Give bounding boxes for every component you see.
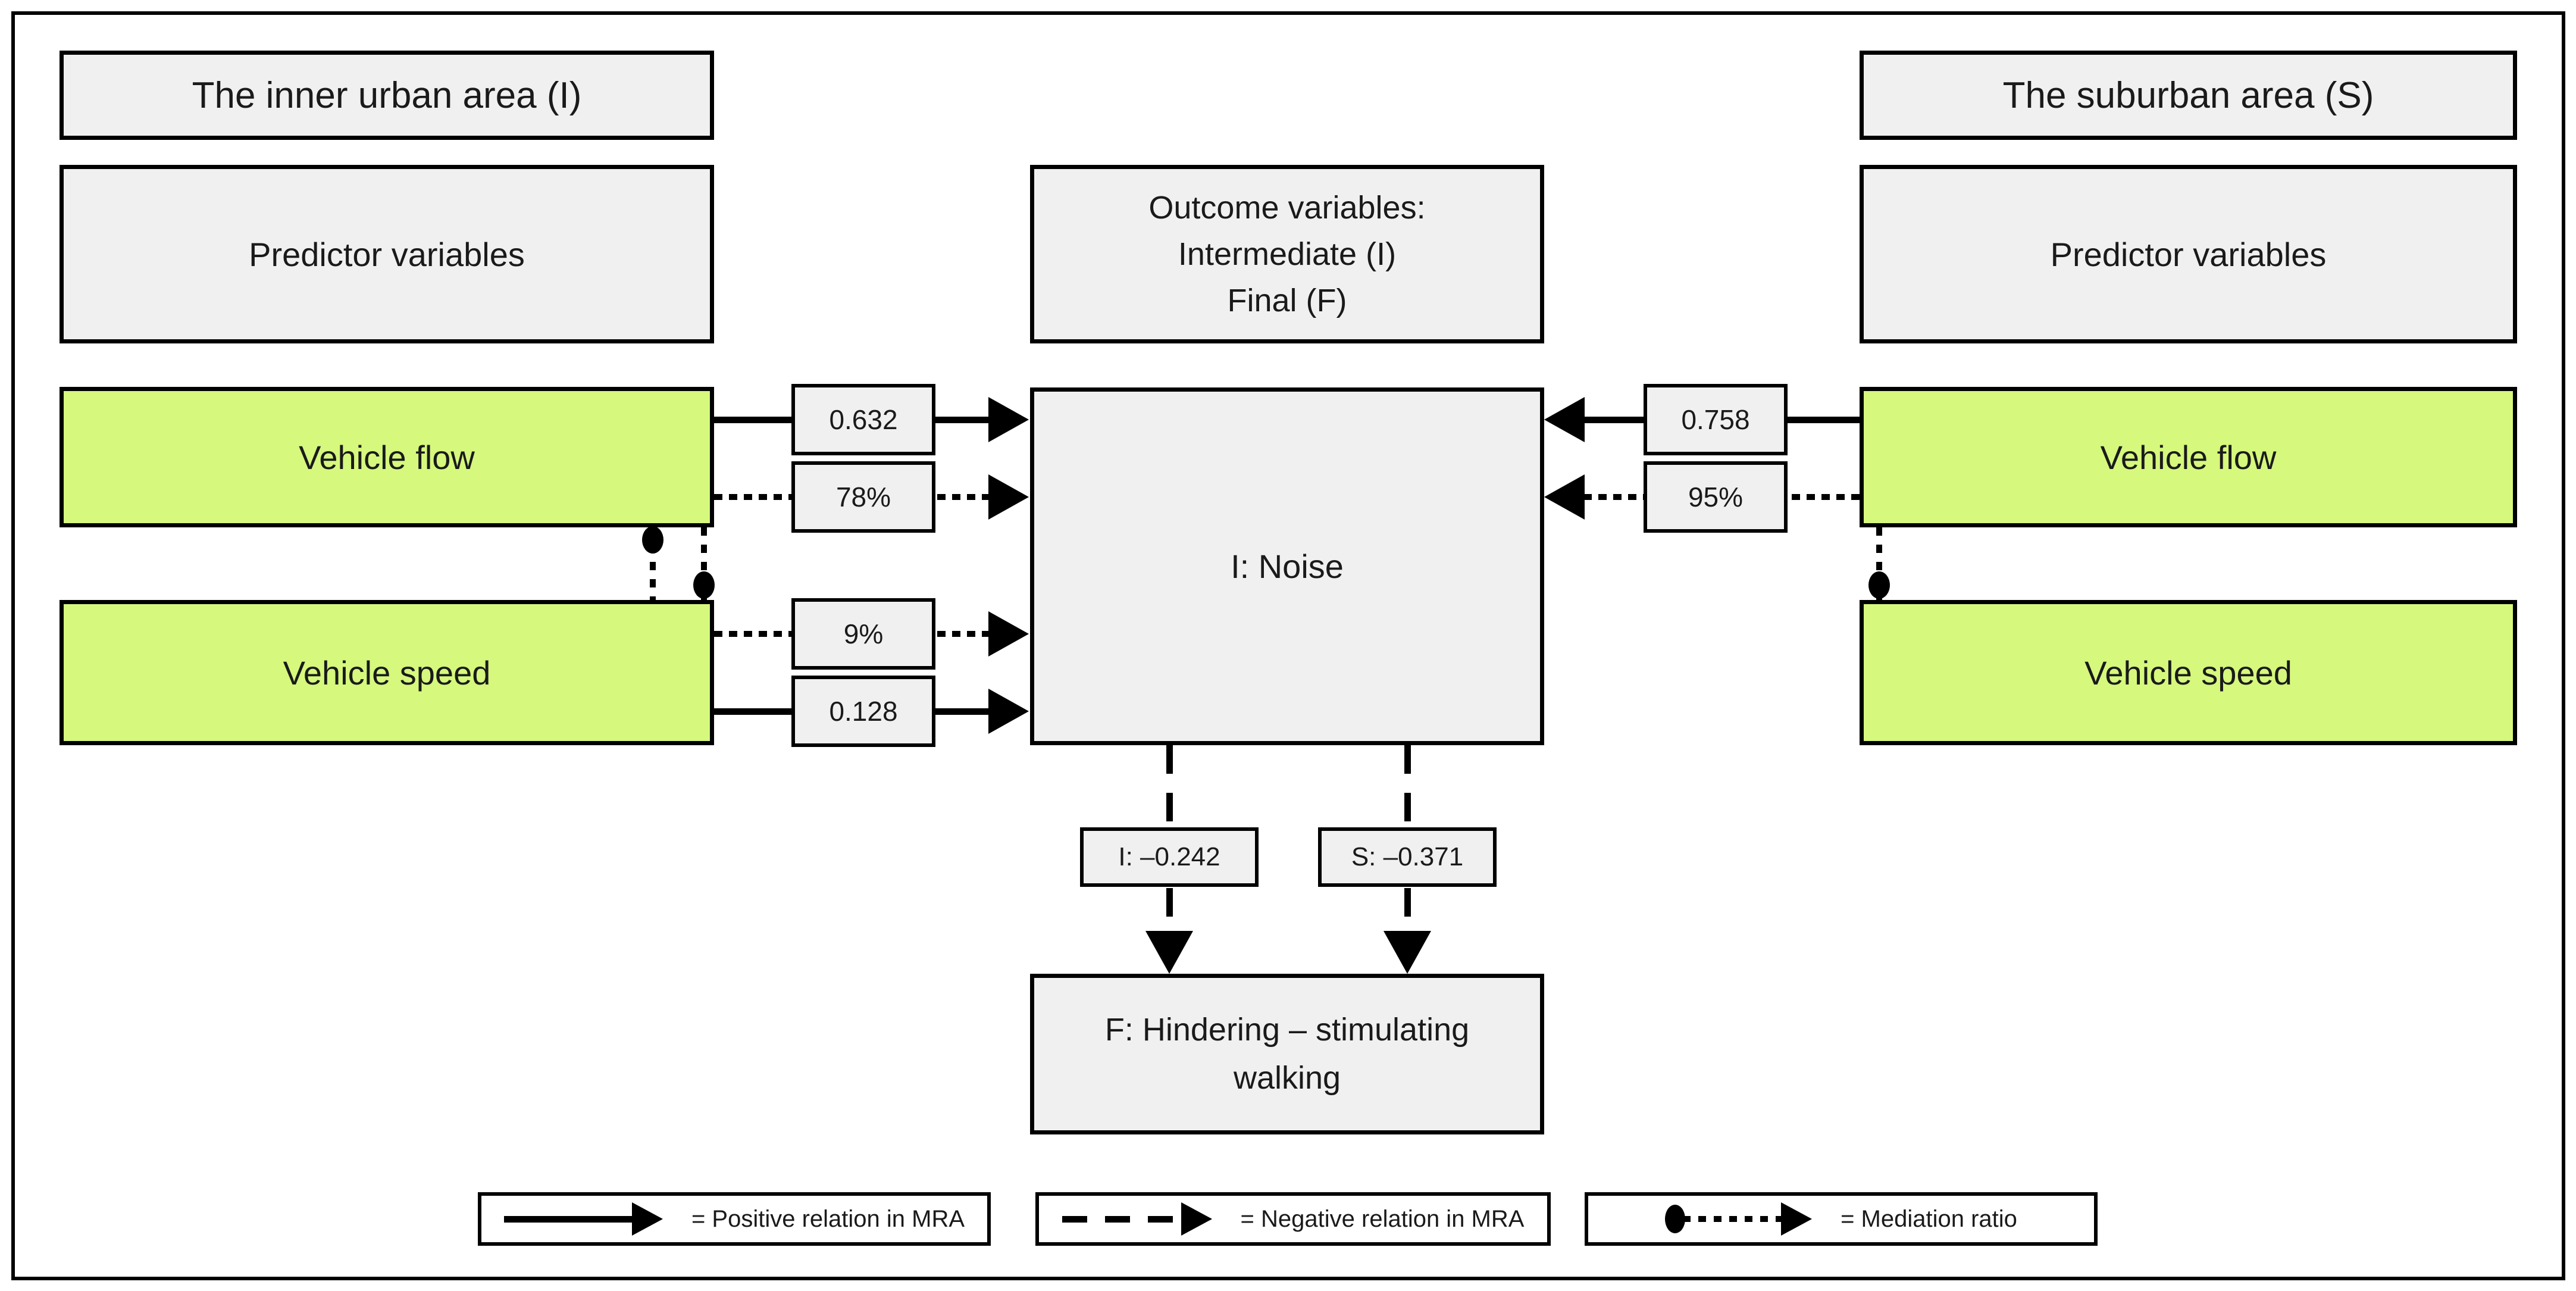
suburban-predictor-variables-box: Predictor variables xyxy=(1860,165,2517,343)
inner-noise-to-final-coeff: I: –0.242 xyxy=(1118,842,1220,871)
legend-dashed-arrowhead-icon xyxy=(1181,1202,1212,1236)
suburban-noise-to-final-coeff: S: –0.371 xyxy=(1351,842,1464,871)
inner-area-header-label: The inner urban area (I) xyxy=(192,74,582,116)
legend-positive-box: = Positive relation in MRA xyxy=(478,1192,991,1246)
inner-speed-positive-coeff-box: 0.128 xyxy=(791,676,935,747)
suburban-mediation-connector-dot-icon xyxy=(1868,571,1890,599)
inner-predictor-variables-label: Predictor variables xyxy=(249,235,525,273)
inner-area-header-box: The inner urban area (I) xyxy=(60,51,714,140)
inner-mediation-connector-speed-line xyxy=(701,527,707,600)
suburban-flow-positive-coeff: 0.758 xyxy=(1681,404,1750,435)
inner-flow-positive-coeff-box: 0.632 xyxy=(791,384,935,455)
legend-mediation-sample xyxy=(1665,1202,1813,1236)
inner-speed-mediation-ratio-box: 9% xyxy=(791,598,935,670)
suburban-mediation-connector-line xyxy=(1876,527,1882,600)
inner-noise-to-final-arrowhead-icon xyxy=(1145,931,1193,974)
outcome-variables-line2: Intermediate (I) xyxy=(1178,236,1397,272)
suburban-vehicle-flow-box: Vehicle flow xyxy=(1860,387,2517,527)
suburban-area-header-label: The suburban area (S) xyxy=(2002,74,2374,116)
final-outcome-box: F: Hindering – stimulating walking xyxy=(1030,974,1544,1134)
final-outcome-line2: walking xyxy=(1233,1060,1341,1096)
suburban-area-header-box: The suburban area (S) xyxy=(1860,51,2517,140)
inner-flow-mediation-ratio: 78% xyxy=(835,482,891,512)
suburban-flow-mediation-ratio: 95% xyxy=(1688,482,1744,512)
outcome-variables-box: Outcome variables: Intermediate (I) Fina… xyxy=(1030,165,1544,343)
inner-flow-mediation-arrowhead-icon xyxy=(988,474,1029,520)
inner-flow-positive-arrowhead-icon xyxy=(988,397,1029,442)
suburban-flow-positive-arrowhead-icon xyxy=(1544,397,1585,442)
inner-vehicle-flow-label: Vehicle flow xyxy=(299,438,475,476)
final-outcome-line1: F: Hindering – stimulating xyxy=(1104,1012,1470,1048)
legend-solid-line-icon xyxy=(503,1215,632,1223)
inner-speed-positive-arrowhead-icon xyxy=(988,689,1029,734)
inner-speed-positive-coeff: 0.128 xyxy=(829,696,898,727)
legend-mediation-box: = Mediation ratio xyxy=(1585,1192,2098,1246)
inner-mediation-connector-speed-dot-icon xyxy=(693,571,715,599)
inner-mediation-connector-flow-dot-icon xyxy=(642,526,663,554)
suburban-flow-mediation-arrowhead-icon xyxy=(1544,474,1585,520)
legend-solid-arrowhead-icon xyxy=(631,1202,663,1236)
suburban-predictor-variables-label: Predictor variables xyxy=(2050,235,2327,273)
inner-flow-positive-coeff: 0.632 xyxy=(829,404,898,435)
legend-dashed-line-icon xyxy=(1062,1215,1181,1223)
suburban-noise-to-final-coeff-box: S: –0.371 xyxy=(1318,827,1497,887)
noise-outcome-label: I: Noise xyxy=(1231,548,1344,585)
legend-dotted-arrowhead-icon xyxy=(1781,1202,1813,1236)
inner-vehicle-speed-label: Vehicle speed xyxy=(283,654,491,692)
legend-negative-box: = Negative relation in MRA xyxy=(1035,1192,1551,1246)
inner-flow-mediation-ratio-box: 78% xyxy=(791,461,935,533)
outcome-variables-line1: Outcome variables: xyxy=(1148,189,1426,226)
legend-mediation-dot-icon xyxy=(1665,1205,1686,1233)
legend-dotted-line-icon xyxy=(1683,1216,1782,1222)
noise-outcome-box: I: Noise xyxy=(1030,387,1544,745)
legend-negative-label: = Negative relation in MRA xyxy=(1240,1205,1525,1232)
suburban-flow-mediation-ratio-box: 95% xyxy=(1644,461,1788,533)
inner-speed-mediation-arrowhead-icon xyxy=(988,611,1029,657)
legend-mediation-label: = Mediation ratio xyxy=(1841,1205,2017,1232)
legend-positive-label: = Positive relation in MRA xyxy=(691,1205,965,1232)
suburban-flow-positive-coeff-box: 0.758 xyxy=(1644,384,1788,455)
inner-predictor-variables-box: Predictor variables xyxy=(60,165,714,343)
outcome-variables-line3: Final (F) xyxy=(1227,283,1347,319)
legend-negative-sample xyxy=(1062,1202,1212,1236)
inner-vehicle-flow-box: Vehicle flow xyxy=(60,387,714,527)
inner-mediation-connector-flow-line xyxy=(650,527,656,600)
inner-vehicle-speed-box: Vehicle speed xyxy=(60,600,714,745)
suburban-vehicle-flow-label: Vehicle flow xyxy=(2100,438,2277,476)
figure-border xyxy=(11,11,2565,1280)
suburban-noise-to-final-arrowhead-icon xyxy=(1384,931,1431,974)
suburban-vehicle-speed-label: Vehicle speed xyxy=(2084,654,2292,692)
legend-positive-sample xyxy=(503,1202,663,1236)
inner-speed-mediation-ratio: 9% xyxy=(843,618,884,649)
inner-noise-to-final-coeff-box: I: –0.242 xyxy=(1080,827,1259,887)
suburban-vehicle-speed-box: Vehicle speed xyxy=(1860,600,2517,745)
